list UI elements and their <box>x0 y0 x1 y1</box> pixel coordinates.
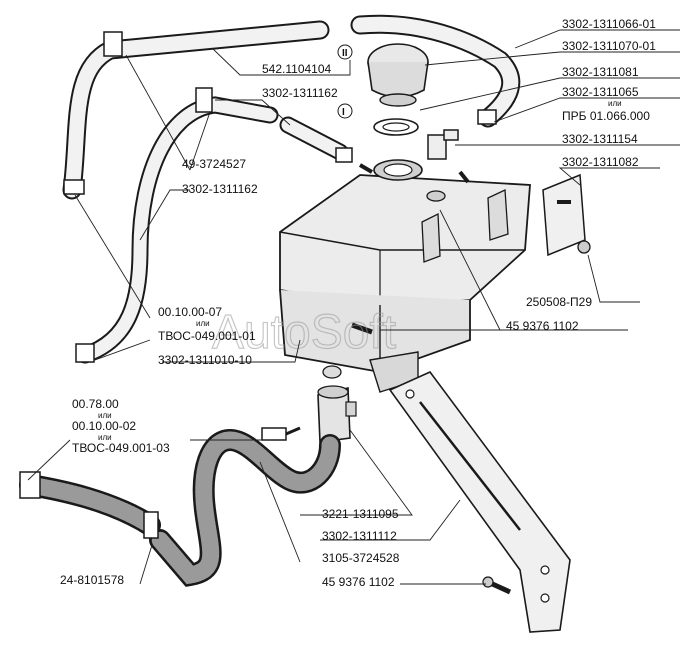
label-3302-1311070-01: 3302-1311070-01 <box>562 39 656 53</box>
hose-3302-1311162-upper <box>76 96 279 364</box>
label-3302-1311065: 3302-1311065 <box>562 85 639 99</box>
corrugated-hose-24-8101578 <box>19 471 161 539</box>
bracket-3302-1311112 <box>388 371 571 633</box>
or-word: или <box>98 433 112 442</box>
label-45-9376-1102-b: 45 9376 1102 <box>322 575 395 589</box>
marker-one: I <box>342 107 345 118</box>
corrugated-hose-3105-3724528 <box>149 428 341 587</box>
expansion-tank-3302-1311010-10 <box>279 159 531 393</box>
label-3221-1311095: 3221-1311095 <box>322 507 399 521</box>
hose-3302-1311162-short <box>279 116 349 161</box>
or-word: или <box>98 411 112 420</box>
label-3302-1311162-mid: 3302-1311162 <box>182 182 258 196</box>
hose-clamp-icon <box>63 31 497 363</box>
or-word: или <box>608 99 622 108</box>
bracket-3302-1311082 <box>542 173 586 257</box>
fitting-3302-1311154-icon <box>427 129 459 160</box>
label-00-10-00-07: 00.10.00-07 <box>158 305 222 319</box>
label-3302-1311066-01: 3302-1311066-01 <box>562 17 656 31</box>
label-3302-1311154: 3302-1311154 <box>562 132 638 146</box>
filler-cap-icon <box>367 43 429 107</box>
label-3105-3724528: 3105-3724528 <box>322 551 400 565</box>
label-3302-1311162-top: 3302-1311162 <box>262 86 338 100</box>
nut-250508-icon <box>577 240 591 254</box>
or-word: или <box>196 319 210 328</box>
gasket-ring-icon <box>373 118 419 136</box>
label-250508-p29: 250508-П29 <box>526 295 592 309</box>
hose-3302-1311066-01 <box>350 14 521 128</box>
bolt-icon <box>482 576 512 595</box>
label-542-1104104: 542.1104104 <box>262 62 332 76</box>
label-00-10-00-02: 00.10.00-02 <box>72 419 136 433</box>
label-3302-1311081: 3302-1311081 <box>562 65 639 79</box>
label-tvos-049-001-01: ТВОС-049.001-01 <box>158 329 256 343</box>
label-49-3724527: 49-3724527 <box>182 157 246 171</box>
label-prb-01-066-000: ПРБ 01.066.000 <box>562 109 650 123</box>
part-labels: 3302-1311066-01 3302-1311070-01 3302-131… <box>60 17 656 589</box>
hose-clamp-icon <box>261 426 301 441</box>
marker-two: II <box>342 48 348 59</box>
label-3302-1311082: 3302-1311082 <box>562 155 639 169</box>
leader-lines <box>27 29 680 585</box>
label-24-8101578: 24-8101578 <box>60 573 124 587</box>
label-3302-1311010-10: 3302-1311010-10 <box>158 353 252 367</box>
label-00-78-00: 00.78.00 <box>72 397 119 411</box>
watermark: AutoSoft <box>212 306 396 359</box>
tee-fitting-3221-1311095 <box>317 385 357 443</box>
label-45-9376-1102-a: 45 9376 1102 <box>506 319 579 333</box>
label-3302-1311112: 3302-1311112 <box>322 529 397 543</box>
label-tvos-049-001-03: ТВОС-049.001-03 <box>72 441 170 455</box>
